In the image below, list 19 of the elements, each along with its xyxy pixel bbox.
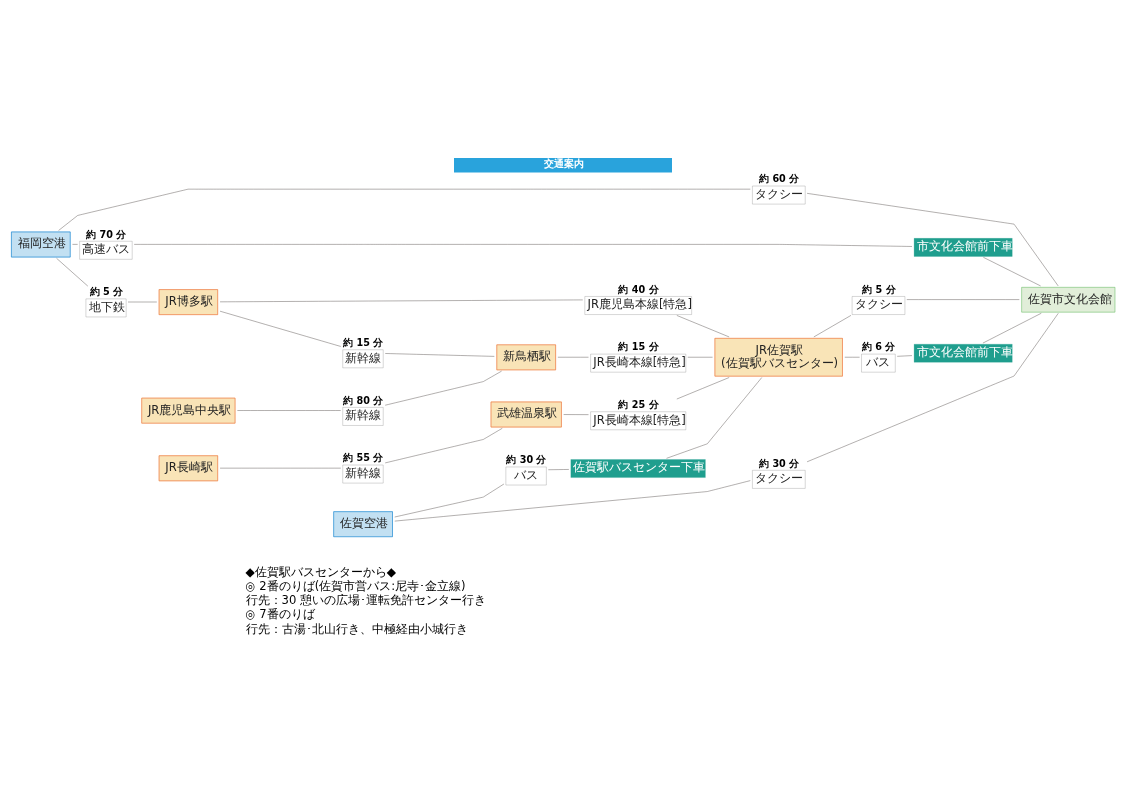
node-label: 約 25 分 [618,399,659,411]
node-label: 約 5 分 [862,283,896,295]
label: ◆佐賀駅バスセンターから◆ [245,564,397,579]
node-label: 約 80 分 [343,394,384,406]
node-label: 約 15 分 [618,341,659,353]
node-label: 約 30 分 [759,457,800,469]
diagram-title: 交通案内 [543,158,584,170]
node-label: 約 30 分 [506,454,547,466]
node-label: 約 60 分 [759,173,800,185]
node-label: 約 40 分 [618,283,659,295]
node-label: 約 70 分 [86,228,127,240]
label: 行先：古湯･北山行き、中極経由小城行き [245,621,468,636]
label: 行先：30 憩いの広場･運転免許センター行き [245,593,486,608]
label: ◎ 7番のりば [245,607,315,622]
node-label: 約 55 分 [343,452,384,464]
node-label: 約 5 分 [89,286,124,298]
label: ◎ 2番のりば(佐賀市営バス:尼寺･金立線) [245,579,466,594]
node-label: 約 6 分 [862,341,896,353]
node-label: 約 15 分 [343,337,384,349]
